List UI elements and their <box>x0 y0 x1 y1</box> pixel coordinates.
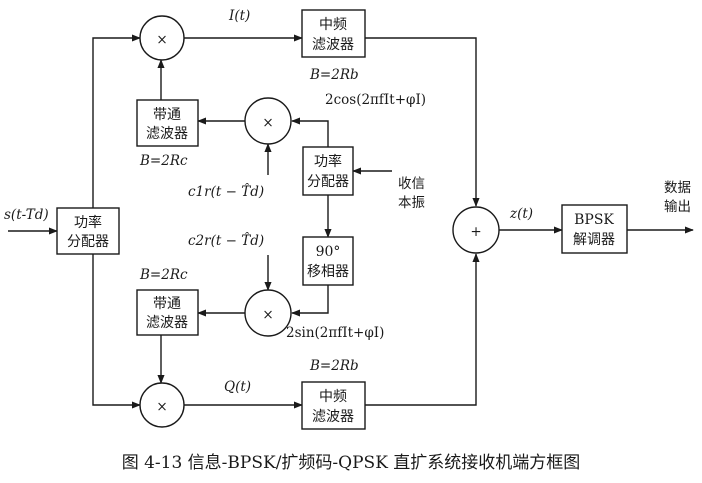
sin-carrier-label: 2sin(2πfIt+φI) <box>286 325 384 341</box>
i-branch-label: I(t) <box>228 8 250 24</box>
power-splitter-lo-line2: 分配器 <box>307 174 349 190</box>
wire-splitter-to-mixer-top <box>92 34 141 208</box>
if-filter-bottom: 中频 滤波器 <box>301 381 366 430</box>
despread-mixer-top-symbol: × <box>262 115 273 131</box>
wire-if-bottom-to-adder <box>365 253 480 406</box>
bpf-bottom: 带通 滤波器 <box>136 289 199 336</box>
mixer-bottom-symbol: × <box>156 399 167 415</box>
despread-mixer-bottom: × <box>244 289 292 337</box>
power-splitter-lo-line1: 功率 <box>314 153 342 170</box>
wire-sin-carrier <box>291 285 329 317</box>
mixer-top-symbol: × <box>156 32 167 48</box>
q-branch-label: Q(t) <box>224 379 251 395</box>
wire-splitter-to-mixer-bottom <box>92 254 141 409</box>
adder-symbol: + <box>470 224 481 240</box>
bpf-top-line1: 带通 <box>153 107 181 123</box>
bpf-bottom-line2: 滤波器 <box>146 315 188 331</box>
bw-bpf-bottom-label: B=2Rc <box>139 267 188 283</box>
demodulator-line1: BPSK <box>574 212 614 228</box>
if-filter-top-line2: 滤波器 <box>312 37 354 53</box>
code-1-label: c1r(t − T̂d) <box>188 184 264 200</box>
if-filter-top-line1: 中频 <box>319 17 347 33</box>
sum-output-label: z(t) <box>509 206 533 222</box>
mixer-top: × <box>139 15 185 61</box>
if-filter-bottom-line2: 滤波器 <box>312 409 354 425</box>
power-splitter-main-line2: 分配器 <box>67 234 109 250</box>
despread-mixer-bottom-symbol: × <box>262 307 273 323</box>
figure-caption: 图 4-13 信息-BPSK/扩频码-QPSK 直扩系统接收机端方框图 <box>122 453 581 473</box>
power-splitter-main-line1: 功率 <box>74 214 102 231</box>
bw-if-top-label: B=2Rb <box>309 67 359 83</box>
despread-mixer-top: × <box>244 97 292 145</box>
bpf-bottom-line1: 带通 <box>153 296 181 312</box>
demodulator-line2: 解调器 <box>573 232 615 248</box>
phase-shifter: 90° 移相器 <box>302 236 354 286</box>
bpf-top-line2: 滤波器 <box>146 126 188 142</box>
input-signal-label: s(t-Td) <box>4 207 49 223</box>
power-splitter-main: 功率 分配器 <box>56 207 120 255</box>
mixer-bottom: × <box>139 382 185 428</box>
local-osc-line1: 收信 <box>398 176 425 192</box>
bw-bpf-top-label: B=2Rc <box>139 153 188 169</box>
bw-if-bottom-label: B=2Rb <box>309 358 359 374</box>
data-output-line2: 输出 <box>664 199 691 215</box>
bpf-top: 带通 滤波器 <box>136 99 199 147</box>
power-splitter-lo: 功率 分配器 <box>302 146 354 196</box>
if-filter-top: 中频 滤波器 <box>301 9 366 58</box>
wire-if-top-to-adder <box>365 37 480 207</box>
phase-shifter-line1: 90° <box>316 244 341 260</box>
if-filter-bottom-line1: 中频 <box>319 389 347 405</box>
code-2-label: c2r(t − T̂d) <box>188 233 264 249</box>
cos-carrier-label: 2cos(2πfIt+φI) <box>325 92 426 108</box>
adder: + <box>452 206 500 254</box>
phase-shifter-line2: 移相器 <box>307 264 349 280</box>
signal-wires <box>8 34 694 409</box>
data-output-line1: 数据 <box>664 180 691 196</box>
wire-cos-carrier <box>291 117 329 147</box>
local-osc-line2: 本振 <box>398 195 425 211</box>
bpsk-demodulator: BPSK 解调器 <box>561 204 628 254</box>
